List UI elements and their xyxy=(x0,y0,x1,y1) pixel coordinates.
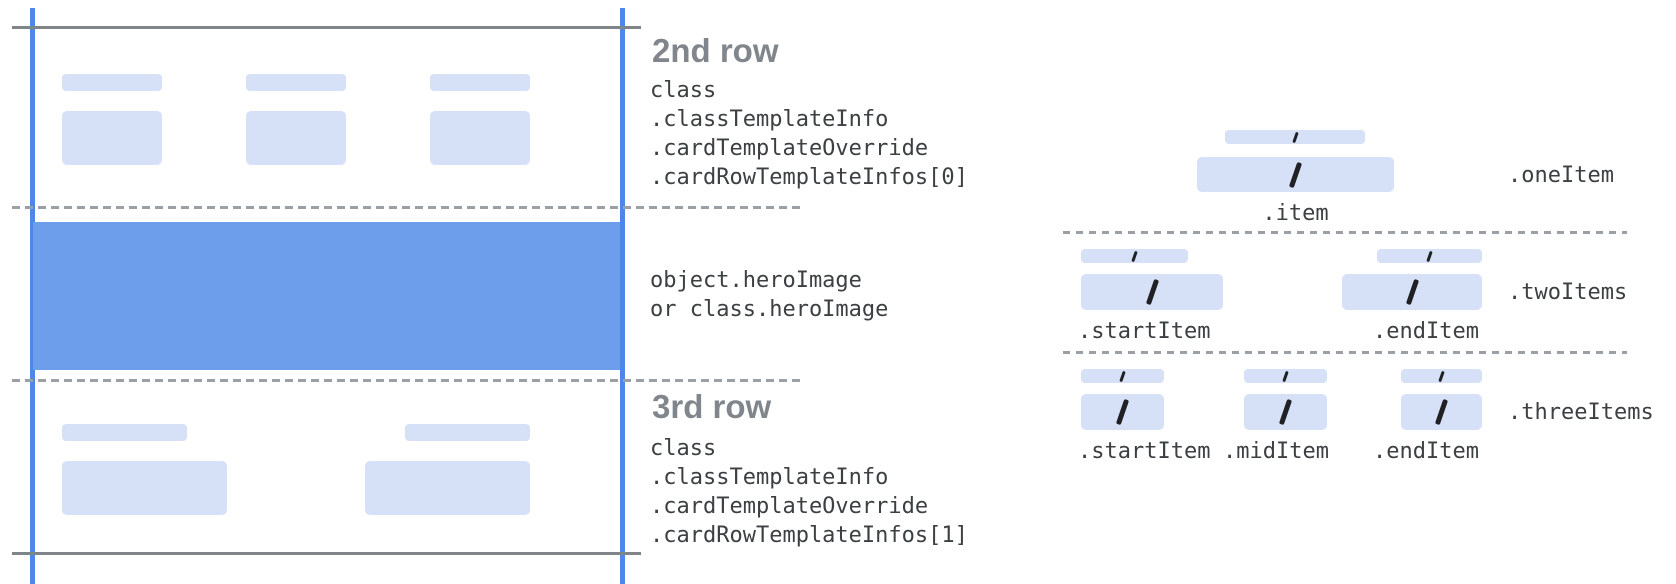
slash-placeholder-icon xyxy=(1288,161,1303,188)
slash-placeholder-icon xyxy=(1438,370,1445,382)
one-item-value-bar xyxy=(1197,157,1394,192)
three-items-mid-value-bar xyxy=(1244,394,1327,430)
slash-placeholder-icon xyxy=(1131,250,1138,262)
one-item-label-bar xyxy=(1225,130,1365,144)
three-items-start-label-bar xyxy=(1081,369,1164,383)
slash-placeholder-icon xyxy=(1405,278,1419,306)
row2-col3-value-bar xyxy=(430,111,530,165)
row2-code-line: .cardTemplateOverride xyxy=(650,136,929,161)
three-items-start-name-label: .startItem xyxy=(1078,439,1211,464)
row3-code-line: .cardTemplateOverride xyxy=(650,494,929,519)
card-edge-line-right xyxy=(620,8,625,584)
row3-col1-value-bar xyxy=(62,461,227,515)
layout-divider-dash-2 xyxy=(1063,351,1627,354)
slash-placeholder-icon xyxy=(1282,370,1289,382)
row3-heading: 3rd row xyxy=(652,388,772,425)
hero-image-band xyxy=(33,222,620,370)
row2-heading: 2nd row xyxy=(652,32,779,69)
row2-col1-value-bar xyxy=(62,111,162,165)
three-items-group-label: .threeItems xyxy=(1508,400,1654,425)
row3-col2-label-bar xyxy=(405,424,530,441)
row3-code-line: class xyxy=(650,436,717,461)
slash-placeholder-icon xyxy=(1145,278,1159,306)
row2-code-line: .classTemplateInfo xyxy=(650,107,889,132)
row2-col2-label-bar xyxy=(246,74,346,91)
two-items-end-value-bar xyxy=(1342,274,1482,310)
two-items-start-value-bar xyxy=(1081,274,1223,310)
three-items-start-value-bar xyxy=(1081,394,1164,430)
two-items-end-name-label: .endItem xyxy=(1373,319,1479,344)
row3-col1-label-bar xyxy=(62,424,187,441)
two-items-start-label-bar xyxy=(1081,249,1188,263)
row2-col3-label-bar xyxy=(430,74,530,91)
slash-placeholder-icon xyxy=(1434,398,1449,426)
row2-col1-label-bar xyxy=(62,74,162,91)
row3-code-line: .classTemplateInfo xyxy=(650,465,889,490)
three-items-end-label-bar xyxy=(1401,369,1482,383)
row-divider-dash-top xyxy=(12,206,800,209)
three-items-mid-label-bar xyxy=(1244,369,1327,383)
row2-col2-value-bar xyxy=(246,111,346,165)
slash-placeholder-icon xyxy=(1426,250,1433,262)
hero-code-block: object.heroImage or class.heroImage xyxy=(650,266,888,324)
slash-placeholder-icon xyxy=(1291,131,1299,143)
one-item-name-label: .item xyxy=(1262,201,1329,226)
hero-code-line: or class.heroImage xyxy=(650,297,889,322)
card-edge-line-left xyxy=(30,8,35,584)
two-items-end-label-bar xyxy=(1377,249,1482,263)
hero-code-line: object.heroImage xyxy=(650,268,862,293)
row3-code-block: class .classTemplateInfo .cardTemplateOv… xyxy=(650,434,968,550)
row2-code-line: .cardRowTemplateInfos[0] xyxy=(650,165,968,190)
two-items-start-name-label: .startItem xyxy=(1078,319,1211,344)
two-items-group-label: .twoItems xyxy=(1508,280,1628,305)
card-frame-line-top xyxy=(12,26,641,29)
one-item-group-label: .oneItem xyxy=(1508,163,1614,188)
row2-code-line: class xyxy=(650,78,717,103)
three-items-end-value-bar xyxy=(1401,394,1482,430)
row3-code-line: .cardRowTemplateInfos[1] xyxy=(650,523,968,548)
three-items-mid-name-label: .midItem xyxy=(1223,439,1329,464)
slash-placeholder-icon xyxy=(1115,398,1130,426)
row2-code-block: class .classTemplateInfo .cardTemplateOv… xyxy=(650,76,968,192)
layout-divider-dash-1 xyxy=(1063,231,1627,234)
slash-placeholder-icon xyxy=(1278,398,1293,426)
three-items-end-name-label: .endItem xyxy=(1373,439,1479,464)
slash-placeholder-icon xyxy=(1119,370,1126,382)
row3-col2-value-bar xyxy=(365,461,530,515)
row-divider-dash-bottom xyxy=(12,379,800,382)
card-frame-line-bottom xyxy=(12,552,641,555)
